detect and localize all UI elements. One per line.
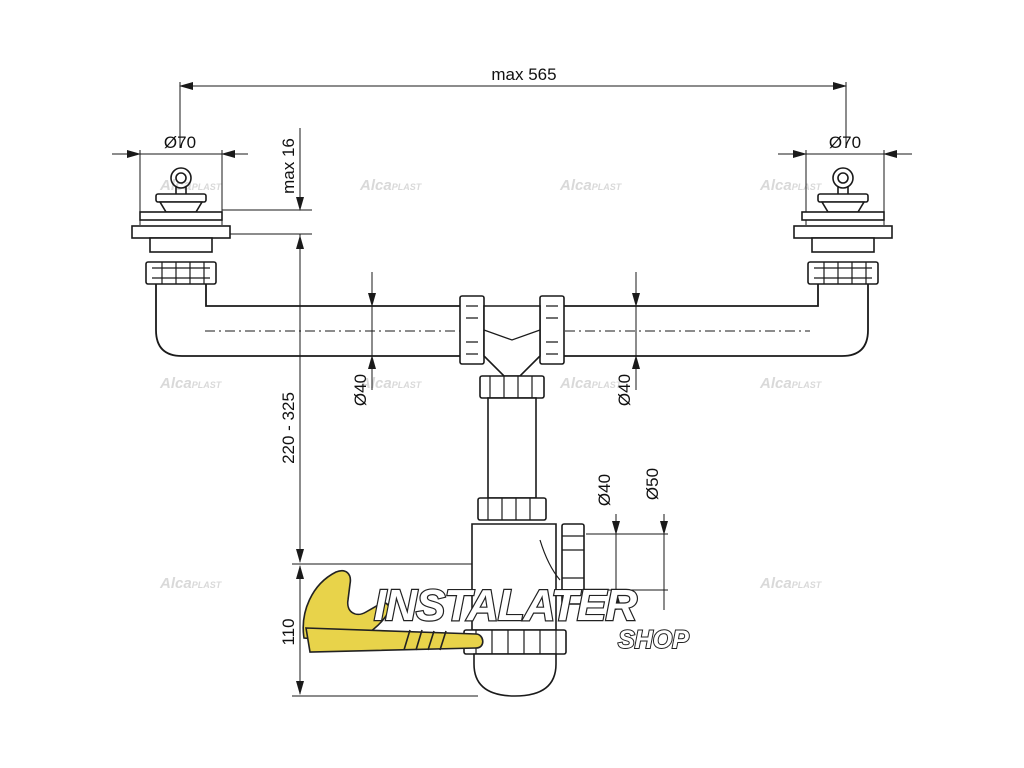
strainer-flange [793,225,893,239]
bottle-trap [463,523,585,697]
plug-cone [820,201,866,213]
dim-label-right-strainer: Ø70 [829,133,861,152]
watermark-text: AlcaPLAST [559,177,623,194]
watermark-text: AlcaPLAST [759,375,823,392]
riser-nut-bottom [477,497,547,521]
riser-pipe [477,375,547,521]
logo-main-text: INSTALATER [374,581,637,630]
dim-label-right-pipe: Ø40 [615,374,634,406]
dimension-labels: max 565 Ø70 Ø70 max 16 220 - 325 Ø40 Ø40… [164,65,861,646]
wrench-logo-icon [302,569,390,643]
nut-thread [562,535,584,593]
dim-label-outlet-large: Ø50 [643,468,662,500]
wrench-logo-thread [403,629,447,651]
dim-label-outlet-small: Ø40 [595,474,614,506]
tee-body-line [483,329,541,341]
watermark-text: AlcaPLAST [159,375,223,392]
dim-label-overall-width: max 565 [491,65,556,84]
strainer-nut [145,261,217,285]
watermark-text: AlcaPLAST [159,575,223,592]
watermark-text: AlcaPLAST [559,375,623,392]
dim-label-trap-height: 110 [279,618,298,645]
nut-thread [487,498,531,520]
watermark-text: AlcaPLAST [359,375,423,392]
left-elbow-pipe [155,284,466,357]
right-elbow-pipe [558,284,869,357]
dim-label-height-range: 220 - 325 [279,392,298,464]
riser-tube [487,397,537,499]
plug [817,193,869,203]
left-elbow-pipe [205,284,466,307]
wrench-logo-handle [305,627,484,653]
strainer-flange [139,211,223,221]
strainer-body [149,237,213,253]
strainer-flange [801,211,885,221]
nut-thread [814,262,872,284]
watermark-text: AlcaPLAST [759,177,823,194]
logo-sub-text: SHOP [618,626,689,654]
nut-thread [466,305,558,355]
watermark-text: AlcaPLAST [759,575,823,592]
dim-label-left-strainer: Ø70 [164,133,196,152]
plug-chain-ring [832,167,854,189]
plug-chain-ring [170,167,192,189]
trap-outlet-branch [539,539,561,581]
tee-junction [459,295,565,377]
tee-body [483,305,541,377]
right-strainer-assembly [793,167,893,285]
dim-label-left-pipe: Ø40 [351,374,370,406]
dim-label-strainer-height: max 16 [279,138,298,194]
strainer-body [811,237,875,253]
strainer-flange [131,225,231,239]
plug [155,193,207,203]
right-elbow-pipe [558,284,819,307]
left-strainer-assembly [131,167,231,285]
nut-thread [489,376,533,398]
nut-thread [152,262,210,284]
strainer-nut [807,261,879,285]
trap-cup [473,653,557,697]
watermark-layer: AlcaPLAST AlcaPLAST AlcaPLAST AlcaPLAST … [159,177,823,592]
trap-outlet-nut [561,523,585,605]
plug-chain-ring [837,172,849,184]
watermark-text: AlcaPLAST [359,177,423,194]
plug-cone [158,201,204,213]
plug-chain-ring [175,172,187,184]
instalater-shop-logo: INSTALATER SHOP [302,569,690,655]
